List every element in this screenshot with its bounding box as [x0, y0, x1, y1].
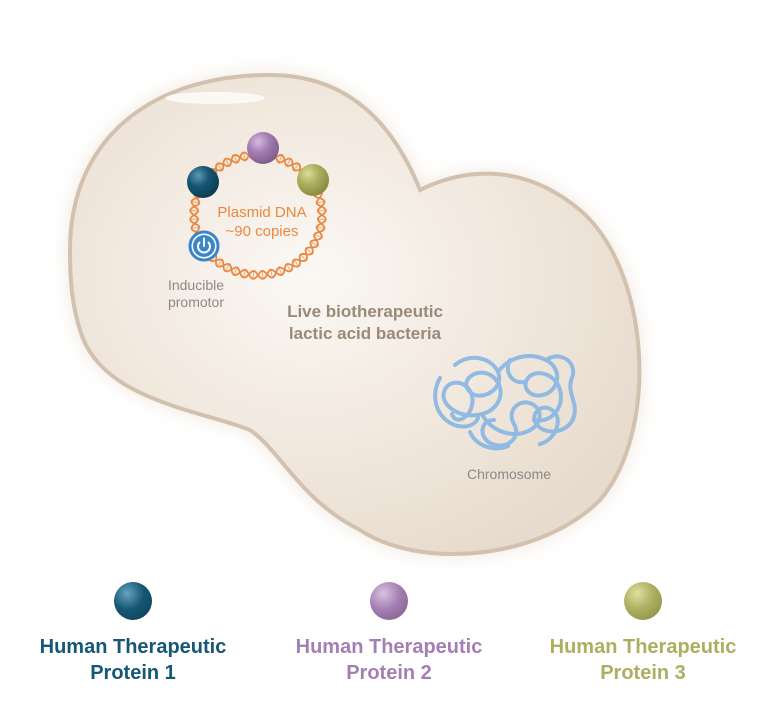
plasmid-rung — [261, 270, 264, 279]
plasmid-rung — [233, 154, 238, 163]
legend-label-line1: Human Therapeutic — [549, 636, 737, 658]
legend-label-line2: Protein 2 — [346, 662, 432, 684]
plasmid-rung — [293, 163, 300, 171]
chromosome-icon — [433, 354, 577, 451]
protein-1-icon — [187, 166, 219, 198]
plasmid-rung — [243, 152, 246, 161]
plasmid-rung — [190, 209, 199, 212]
plasmid-rung — [190, 218, 199, 221]
promoter-label-line1: Inducible — [168, 277, 224, 293]
legend-label-line2: Protein 1 — [90, 662, 176, 684]
bacteria-label-line2: lactic acid bacteria — [289, 324, 442, 343]
protein-2-legend-icon — [370, 582, 408, 620]
plasmid-rung — [293, 259, 300, 267]
plasmid-rung — [317, 218, 326, 221]
plasmid-rung — [233, 267, 238, 276]
plasmid-strand — [189, 150, 327, 280]
plasmid-rung — [225, 158, 230, 167]
plasmid-rung — [216, 259, 223, 267]
plasmid-rung — [216, 163, 223, 171]
plasmid-rung — [316, 200, 325, 204]
plasmid-label-line1: Plasmid DNA — [217, 204, 306, 221]
legend-item-protein-1: Human Therapeutic Protein 1 — [8, 582, 258, 686]
protein-3-icon — [297, 164, 329, 196]
plasmid-rung — [316, 226, 325, 230]
plasmid-rung — [300, 254, 307, 261]
plasmid-label-line2: ~90 copies — [226, 223, 299, 240]
plasmid-rung — [286, 263, 291, 272]
bacteria-label-line1: Live biotherapeutic — [287, 302, 443, 321]
plasmid-rung — [225, 263, 230, 272]
legend-label-line2: Protein 3 — [600, 662, 686, 684]
plasmid-rung — [305, 248, 313, 254]
plasmid-rung — [191, 200, 200, 204]
protein-1-legend-icon — [114, 582, 152, 620]
legend-item-protein-2: Human Therapeutic Protein 2 — [264, 582, 514, 686]
plasmid-rung — [270, 269, 273, 278]
cell-highlight — [165, 92, 265, 104]
chromosome-label: Chromosome — [467, 466, 551, 482]
plasmid-rung — [278, 267, 283, 276]
plasmid-rung — [314, 234, 322, 238]
legend-item-protein-3: Human Therapeutic Protein 3 — [518, 582, 768, 686]
protein-2-icon — [247, 132, 279, 164]
plasmid-rung — [317, 209, 326, 212]
legend-label-line1: Human Therapeutic — [295, 636, 483, 658]
plasmid-rung — [243, 269, 246, 278]
plasmid-rung — [191, 226, 200, 230]
plasmid-rung — [310, 241, 318, 247]
promoter-label-line2: promotor — [168, 294, 224, 310]
plasmid-dna-ring — [189, 150, 327, 280]
plasmid-rung — [278, 154, 283, 163]
protein-3-legend-icon — [624, 582, 662, 620]
plasmid-rung — [286, 158, 291, 167]
legend-label-line1: Human Therapeutic — [39, 636, 227, 658]
plasmid-rung — [252, 270, 255, 279]
power-icon — [188, 230, 220, 262]
